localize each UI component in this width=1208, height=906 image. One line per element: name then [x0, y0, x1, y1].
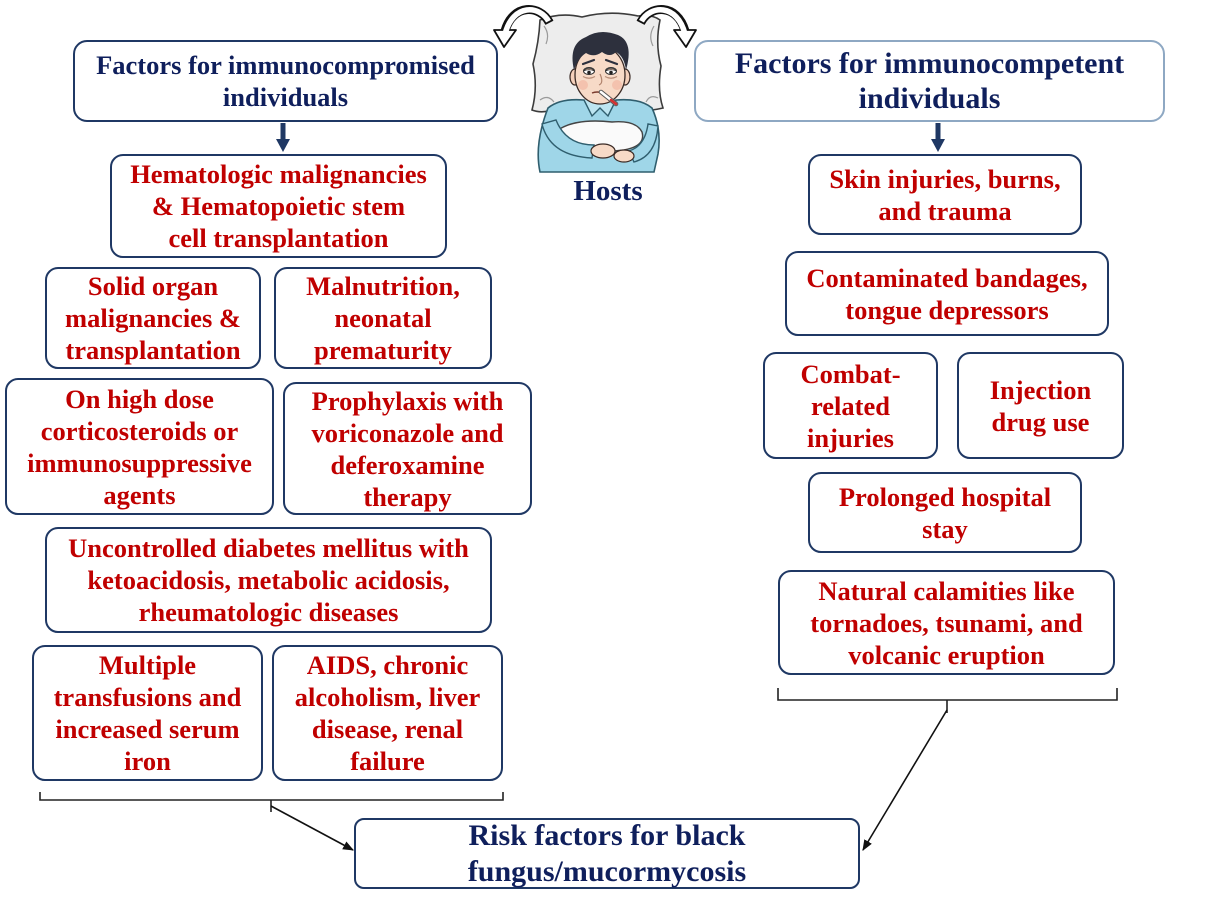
right-to-outcome-arrow	[862, 709, 948, 851]
right-cheek-flush	[612, 80, 622, 90]
sick-person-in-bed-icon	[531, 12, 665, 173]
factor-corticosteroids: On high dose corticosteroids or immunosu…	[5, 378, 274, 515]
factor-hematologic-malignancies: Hematologic malignancies & Hematopoietic…	[110, 154, 447, 258]
down-arrow-left-head	[276, 139, 290, 152]
down-arrow-right-icon	[931, 123, 945, 152]
factor-uncontrolled-diabetes: Uncontrolled diabetes mellitus with keto…	[45, 527, 492, 633]
factor-voriconazole-prophylaxis: Prophylaxis with voriconazole and defero…	[283, 382, 532, 515]
left-hand	[590, 143, 616, 159]
down-arrow-left-icon	[276, 123, 290, 152]
thermometer-mercury	[609, 98, 618, 106]
shirt-collar	[583, 99, 617, 118]
nose	[598, 73, 603, 86]
left-cheek-flush	[578, 80, 588, 90]
under-eye-circles	[582, 75, 618, 79]
left-to-outcome-arrow	[270, 805, 354, 851]
factor-prolonged-hospital-stay: Prolonged hospital stay	[808, 472, 1082, 553]
factor-aids-alcoholism: AIDS, chronic alcoholism, liver disease,…	[272, 645, 503, 781]
droopy-eyelids	[583, 67, 617, 72]
factor-skin-injuries: Skin injuries, burns, and trauma	[808, 154, 1082, 235]
eyebrows	[581, 58, 619, 66]
factor-solid-organ-malignancies: Solid organ malignancies & transplantati…	[45, 267, 261, 369]
factor-combat-injuries: Combat- related injuries	[763, 352, 938, 459]
immunocompetent-header: Factors for immunocompetent individuals	[694, 40, 1165, 122]
risk-factors-outcome-box: Risk factors for black fungus/mucormycos…	[354, 818, 860, 889]
factor-injection-drug-use: Injection drug use	[957, 352, 1124, 459]
factor-malnutrition: Malnutrition, neonatal prematurity	[274, 267, 492, 369]
factor-multiple-transfusions: Multiple transfusions and increased seru…	[32, 645, 263, 781]
left-pupil	[587, 70, 591, 75]
curved-arrow-left-head	[493, 29, 517, 48]
factor-contaminated-bandages: Contaminated bandages, tongue depressors	[785, 251, 1109, 336]
right-column-bracket	[777, 688, 1118, 701]
immunocompromised-header: Factors for immunocompromised individual…	[73, 40, 498, 122]
hair	[572, 31, 629, 70]
right-pupil	[609, 70, 613, 75]
curved-arrow-right-head	[673, 29, 697, 48]
right-hand	[613, 149, 635, 163]
left-column-bracket	[39, 792, 504, 801]
down-arrow-right-head	[931, 139, 945, 152]
factor-natural-calamities: Natural calamities like tornadoes, tsuna…	[778, 570, 1115, 675]
hosts-label: Hosts	[573, 175, 643, 207]
